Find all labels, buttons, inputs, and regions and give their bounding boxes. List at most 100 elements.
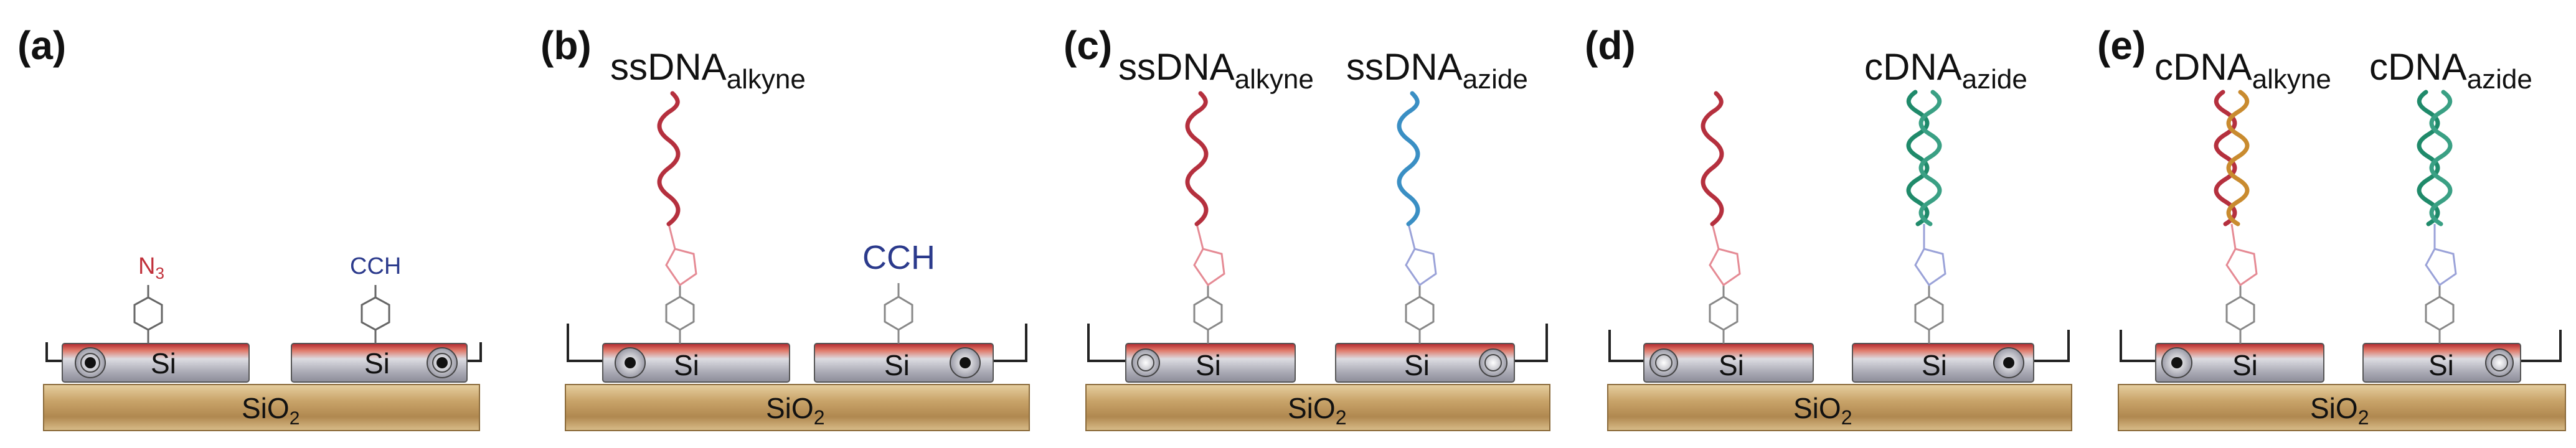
- si-block-right: Si: [291, 343, 468, 383]
- substrate-label: SiO: [766, 392, 814, 424]
- double-helix-icon: [2214, 90, 2250, 226]
- strand-label-left: ssDNA: [1118, 46, 1235, 88]
- sio2-substrate: SiO2: [43, 384, 480, 431]
- double-helix-icon: [2417, 90, 2453, 226]
- svg-text:SiO2: SiO2: [1793, 392, 1852, 429]
- panel-e: (e) cDNAalkyne cDNAazide SiO2 Si: [2097, 23, 2566, 431]
- si-block-left: Si: [1125, 343, 1296, 383]
- ssdna-azide-strand: [1397, 91, 1420, 226]
- electrode-wire: [1608, 330, 2070, 362]
- active-electrode-icon: [2161, 347, 2192, 378]
- panel-a: (a) SiO2 Si: [17, 23, 482, 431]
- si-label-right: Si: [364, 347, 390, 380]
- strand-subscript-left: alkyne: [2252, 64, 2331, 95]
- si-block-left: Si: [62, 343, 250, 383]
- substrate-label: SiO: [1288, 392, 1336, 424]
- active-electrode-icon: [1993, 347, 2024, 378]
- sio2-substrate: SiO2: [1085, 384, 1550, 431]
- strand-label-left: cDNA: [2154, 46, 2252, 88]
- phenyl-ring: [1914, 285, 1944, 343]
- electrode-wire: [45, 342, 482, 362]
- substrate-subscript: 2: [1336, 406, 1347, 429]
- si-label-right: Si: [1922, 349, 1947, 381]
- si-label-right: Si: [2428, 349, 2454, 381]
- panel-label: (a): [17, 23, 66, 68]
- svg-text:SiO2: SiO2: [1288, 392, 1346, 429]
- si-block-left: Si: [2155, 343, 2324, 383]
- si-label-left: Si: [1719, 349, 1744, 381]
- svg-text:ssDNAazide: ssDNAazide: [1346, 46, 1528, 95]
- alkyne-label: CCH: [350, 253, 401, 279]
- phenyl-ring: [2425, 285, 2455, 343]
- strand-subscript-left: alkyne: [1235, 64, 1314, 95]
- strand-subscript: alkyne: [727, 64, 806, 95]
- si-block-right: Si: [814, 343, 994, 383]
- si-label-left: Si: [1196, 349, 1221, 381]
- svg-text:cDNAazide: cDNAazide: [1864, 46, 2027, 95]
- triazole-ring: [2425, 224, 2457, 287]
- ssdna-alkyne-strand: [1701, 91, 1724, 226]
- azide-subscript: 3: [155, 264, 164, 282]
- electrode-ring-icon: [1131, 348, 1160, 377]
- phenyl-ring: [2225, 285, 2255, 343]
- strand-subscript-right: azide: [1463, 64, 1528, 95]
- triazole-ring: [665, 223, 697, 287]
- strand-label: ssDNA: [610, 46, 727, 88]
- panel-label: (e): [2097, 23, 2146, 68]
- double-helix-icon: [1906, 90, 1942, 226]
- electrode-wire: [1087, 324, 1548, 362]
- si-label-left: Si: [674, 349, 699, 381]
- svg-text:cDNAazide: cDNAazide: [2369, 46, 2532, 95]
- phenyl-ring: [1709, 285, 1739, 343]
- strand-subscript-right: azide: [1962, 64, 2027, 95]
- panel-d: (d) cDNAazide SiO2 Si Si: [1585, 23, 2072, 431]
- phenyl-ring: [665, 285, 695, 343]
- electrode-wire: [567, 324, 1027, 362]
- triazole-ring: [1709, 223, 1741, 287]
- svg-text:SiO2: SiO2: [766, 392, 824, 429]
- active-electrode-icon: [615, 347, 646, 378]
- svg-text:ssDNAalkyne: ssDNAalkyne: [1118, 46, 1314, 95]
- substrate-subscript: 2: [814, 406, 825, 429]
- ssdna-alkyne-strand: [657, 91, 681, 226]
- svg-text:N3: N3: [138, 253, 164, 282]
- phenyl-alkyne-molecule: [884, 283, 913, 343]
- phenyl-azide-molecule: [133, 285, 163, 343]
- sio2-substrate: SiO2: [565, 384, 1030, 431]
- active-electrode-icon: [75, 347, 106, 378]
- si-label-right: Si: [884, 349, 910, 381]
- azide-label: N: [138, 253, 155, 279]
- si-label-left: Si: [2232, 349, 2258, 381]
- substrate-label: SiO: [2310, 392, 2358, 424]
- svg-text:SiO2: SiO2: [2310, 392, 2369, 429]
- electrode-ring-icon: [2485, 348, 2514, 377]
- phenyl-ring: [1193, 285, 1223, 343]
- substrate-subscript: 2: [290, 408, 300, 429]
- active-electrode-icon: [950, 347, 981, 378]
- panel-label: (c): [1064, 23, 1112, 68]
- electrode-ring-icon: [1479, 348, 1507, 377]
- electrode-wire: [2120, 330, 2562, 362]
- active-electrode-icon: [427, 347, 458, 378]
- triazole-ring: [1914, 224, 1946, 287]
- electrode-ring-icon: [1649, 348, 1678, 377]
- phenyl-ring: [1405, 285, 1435, 343]
- si-label-left: Si: [151, 347, 176, 380]
- triazole-ring: [1405, 223, 1437, 287]
- strand-label-right: cDNA: [1864, 46, 1962, 88]
- substrate-subscript: 2: [1841, 406, 1852, 429]
- substrate-label: SiO: [242, 392, 290, 424]
- si-block-left: Si: [602, 343, 790, 383]
- strand-subscript-right: azide: [2467, 64, 2532, 95]
- alkyne-label: CCH: [862, 239, 935, 276]
- sio2-substrate: SiO2: [1607, 384, 2072, 431]
- substrate-subscript: 2: [2358, 406, 2369, 429]
- panel-label: (b): [540, 23, 592, 68]
- si-block-right: Si: [1852, 343, 2034, 383]
- triazole-ring: [1193, 223, 1225, 287]
- si-label-right: Si: [1404, 349, 1430, 381]
- phenyl-alkyne-molecule: [361, 285, 390, 343]
- strand-label-right: ssDNA: [1346, 46, 1463, 88]
- si-block-left: Si: [1643, 343, 1814, 383]
